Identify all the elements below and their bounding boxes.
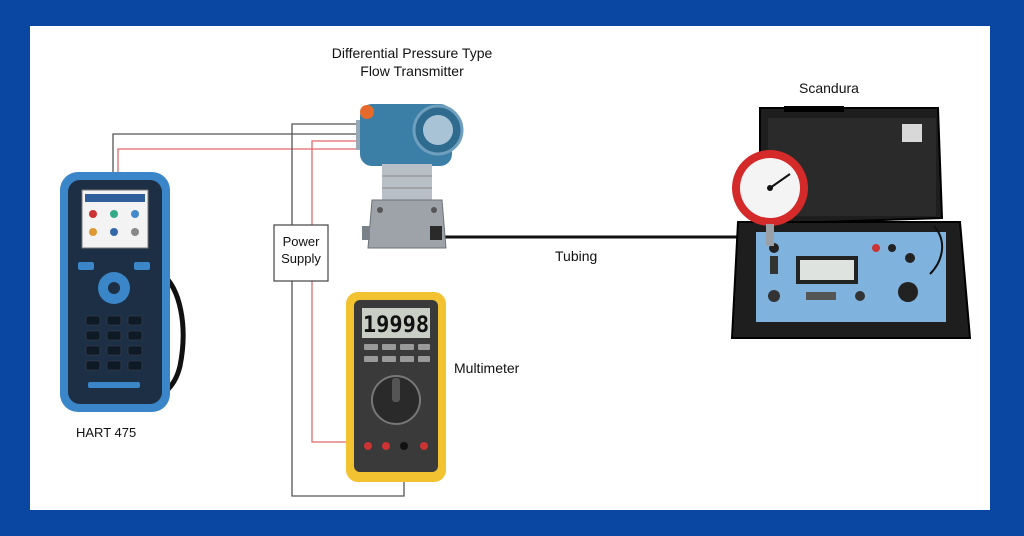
hart-keypad bbox=[85, 315, 143, 371]
power-supply-box bbox=[273, 224, 329, 282]
scandura-calibrator bbox=[730, 106, 972, 339]
hart-label: HART 475 bbox=[76, 425, 137, 440]
power-supply-label-line2: Supply bbox=[281, 251, 321, 266]
transmitter-label: Differential Pressure Type Flow Transmit… bbox=[312, 44, 512, 80]
power-wire-gray-top bbox=[291, 123, 358, 226]
diagram-canvas: 19998 bbox=[30, 26, 990, 510]
hart-wire-gray bbox=[112, 133, 358, 176]
transmitter-orange-cap-icon bbox=[360, 105, 374, 119]
power-supply-label: Power Supply bbox=[274, 233, 328, 267]
calibration-setup-diagram: 19998 bbox=[60, 104, 972, 497]
scandura-label: Scandura bbox=[799, 80, 859, 96]
multimeter-label: Multimeter bbox=[454, 360, 520, 376]
transmitter-label-line1: Differential Pressure Type bbox=[331, 45, 493, 61]
tubing-label: Tubing bbox=[555, 248, 598, 264]
dp-flow-transmitter bbox=[356, 104, 464, 249]
multimeter-device: 19998 bbox=[346, 292, 446, 482]
multimeter-lcd bbox=[362, 308, 430, 338]
multimeter-reading: 19998 bbox=[363, 313, 429, 338]
multimeter-wire-red bbox=[311, 140, 368, 443]
hart-wire-red bbox=[117, 148, 360, 176]
power-supply-label-line1: Power bbox=[282, 234, 320, 249]
transmitter-label-line2: Flow Transmitter bbox=[360, 63, 464, 79]
hart-475-communicator bbox=[60, 172, 186, 412]
